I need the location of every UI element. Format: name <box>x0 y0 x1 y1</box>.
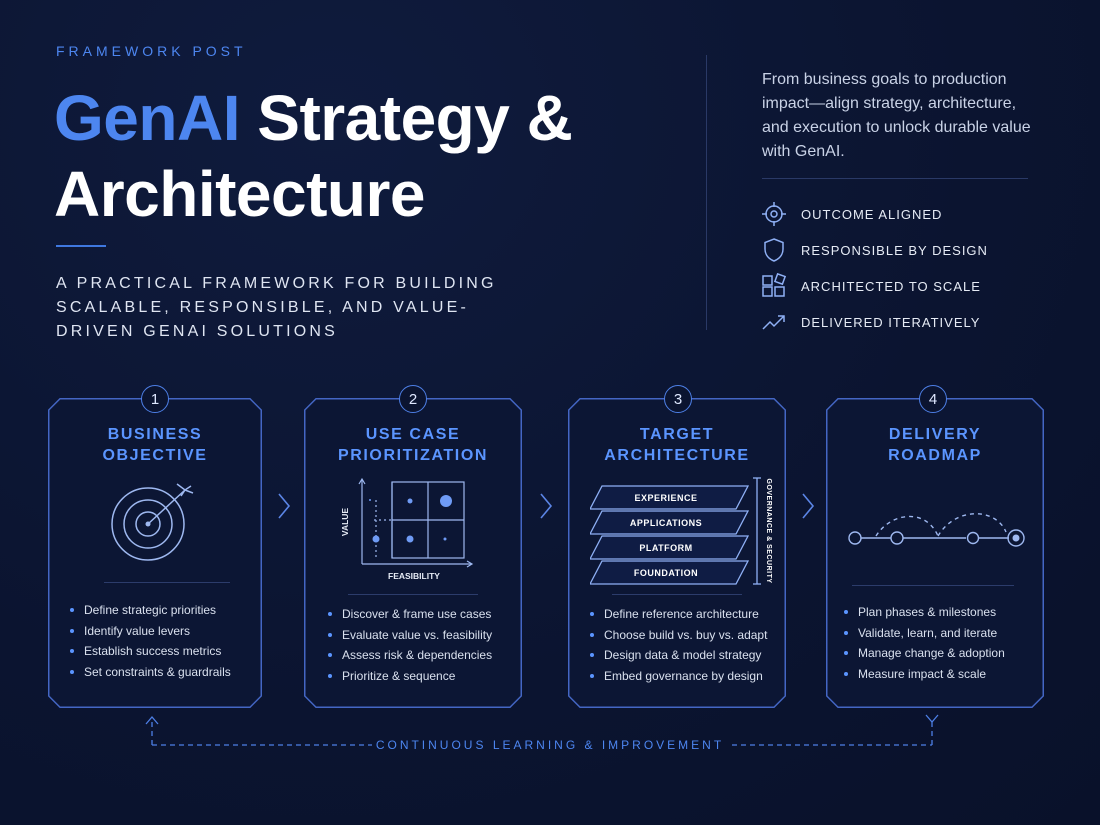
feedback-loop-arrow <box>145 714 939 746</box>
list-item: Evaluate value vs. feasibility <box>328 625 492 646</box>
stage-frame <box>826 398 1044 708</box>
stage-number: 1 <box>141 385 169 413</box>
list-item: Design data & model strategy <box>590 645 767 666</box>
layer-label: PLATFORM <box>639 543 692 553</box>
title-accent: GenAI <box>54 82 240 154</box>
list-item: Plan phases & milestones <box>844 602 1005 623</box>
layer-stack-icon: EXPERIENCE APPLICATIONS PLATFORM FOUNDAT… <box>590 477 772 585</box>
pillar-outcome-aligned: OUTCOME ALIGNED <box>760 196 1040 232</box>
layer-label: APPLICATIONS <box>630 518 702 528</box>
stage-bullets: Discover & frame use cases Evaluate valu… <box>328 604 492 686</box>
list-item: Choose build vs. buy vs. adapt <box>590 625 767 646</box>
list-item: Identify value levers <box>70 621 231 642</box>
axis-y-label: VALUE <box>340 508 350 537</box>
pillar-label: ARCHITECTED TO SCALE <box>801 278 981 294</box>
list-item: Define strategic priorities <box>70 600 231 621</box>
stage-number: 2 <box>399 385 427 413</box>
stage-divider <box>852 585 1014 586</box>
title-line2: Architecture <box>54 158 426 230</box>
list-item: Prioritize & sequence <box>328 666 492 687</box>
list-item: Manage change & adoption <box>844 643 1005 664</box>
eyebrow-label: FRAMEWORK POST <box>56 43 247 59</box>
chevron-right-icon <box>802 493 815 519</box>
header-vertical-divider <box>706 55 707 330</box>
chevron-right-icon <box>278 493 291 519</box>
grid-blocks-icon <box>760 272 788 300</box>
pillar-label: DELIVERED ITERATIVELY <box>801 314 981 330</box>
intro-text: From business goals to production impact… <box>762 71 1031 160</box>
pillar-responsible-by-design: RESPONSIBLE BY DESIGN <box>760 232 1040 268</box>
stage-frame <box>304 398 522 708</box>
shield-icon <box>760 236 788 264</box>
pillar-label: RESPONSIBLE BY DESIGN <box>801 242 988 258</box>
bullseye-arrow-icon <box>111 483 194 561</box>
stage-number: 3 <box>664 385 692 413</box>
title-divider <box>56 245 106 247</box>
stage-number: 4 <box>919 385 947 413</box>
stage-bullets: Define reference architecture Choose bui… <box>590 604 767 686</box>
list-item: Embed governance by design <box>590 666 767 687</box>
pillar-label: OUTCOME ALIGNED <box>801 206 943 222</box>
title-line1-rest: Strategy & <box>257 82 573 154</box>
pillar-delivered-iteratively: DELIVERED ITERATIVELY <box>760 304 1040 340</box>
layer-label: FOUNDATION <box>634 568 698 578</box>
crosshair-target-icon <box>760 200 788 228</box>
list-item: Measure impact & scale <box>844 664 1005 685</box>
list-item: Discover & frame use cases <box>328 604 492 625</box>
stage-divider <box>104 582 230 583</box>
list-item: Define reference architecture <box>590 604 767 625</box>
page-subtitle: A PRACTICAL FRAMEWORK FOR BUILDING SCALA… <box>56 275 497 340</box>
list-item: Validate, learn, and iterate <box>844 623 1005 644</box>
intro-divider <box>762 178 1028 179</box>
list-item: Set constraints & guardrails <box>70 662 231 683</box>
axis-x-label: FEASIBILITY <box>388 571 440 581</box>
chevron-right-icon <box>540 493 553 519</box>
stage-divider <box>348 594 478 595</box>
stage-divider <box>612 594 742 595</box>
trend-up-icon <box>760 308 788 336</box>
list-item: Establish success metrics <box>70 641 231 662</box>
stage-bullets: Define strategic priorities Identify val… <box>70 600 231 682</box>
list-item: Assess risk & dependencies <box>328 645 492 666</box>
layer-label: EXPERIENCE <box>634 493 697 503</box>
stage-bullets: Plan phases & milestones Validate, learn… <box>844 602 1005 684</box>
feedback-loop-label: CONTINUOUS LEARNING & IMPROVEMENT <box>375 738 725 752</box>
stage-frame <box>48 398 262 708</box>
value-feasibility-matrix-icon: VALUE FEASIBILITY <box>340 477 474 581</box>
pillar-list: OUTCOME ALIGNED RESPONSIBLE BY DESIGN AR… <box>760 196 1040 340</box>
roadmap-milestones-icon <box>848 513 1025 547</box>
governance-side-label: GOVERNANCE & SECURITY <box>765 478 772 583</box>
page-title: GenAI Strategy & Architecture <box>54 80 573 232</box>
pillar-architected-to-scale: ARCHITECTED TO SCALE <box>760 268 1040 304</box>
